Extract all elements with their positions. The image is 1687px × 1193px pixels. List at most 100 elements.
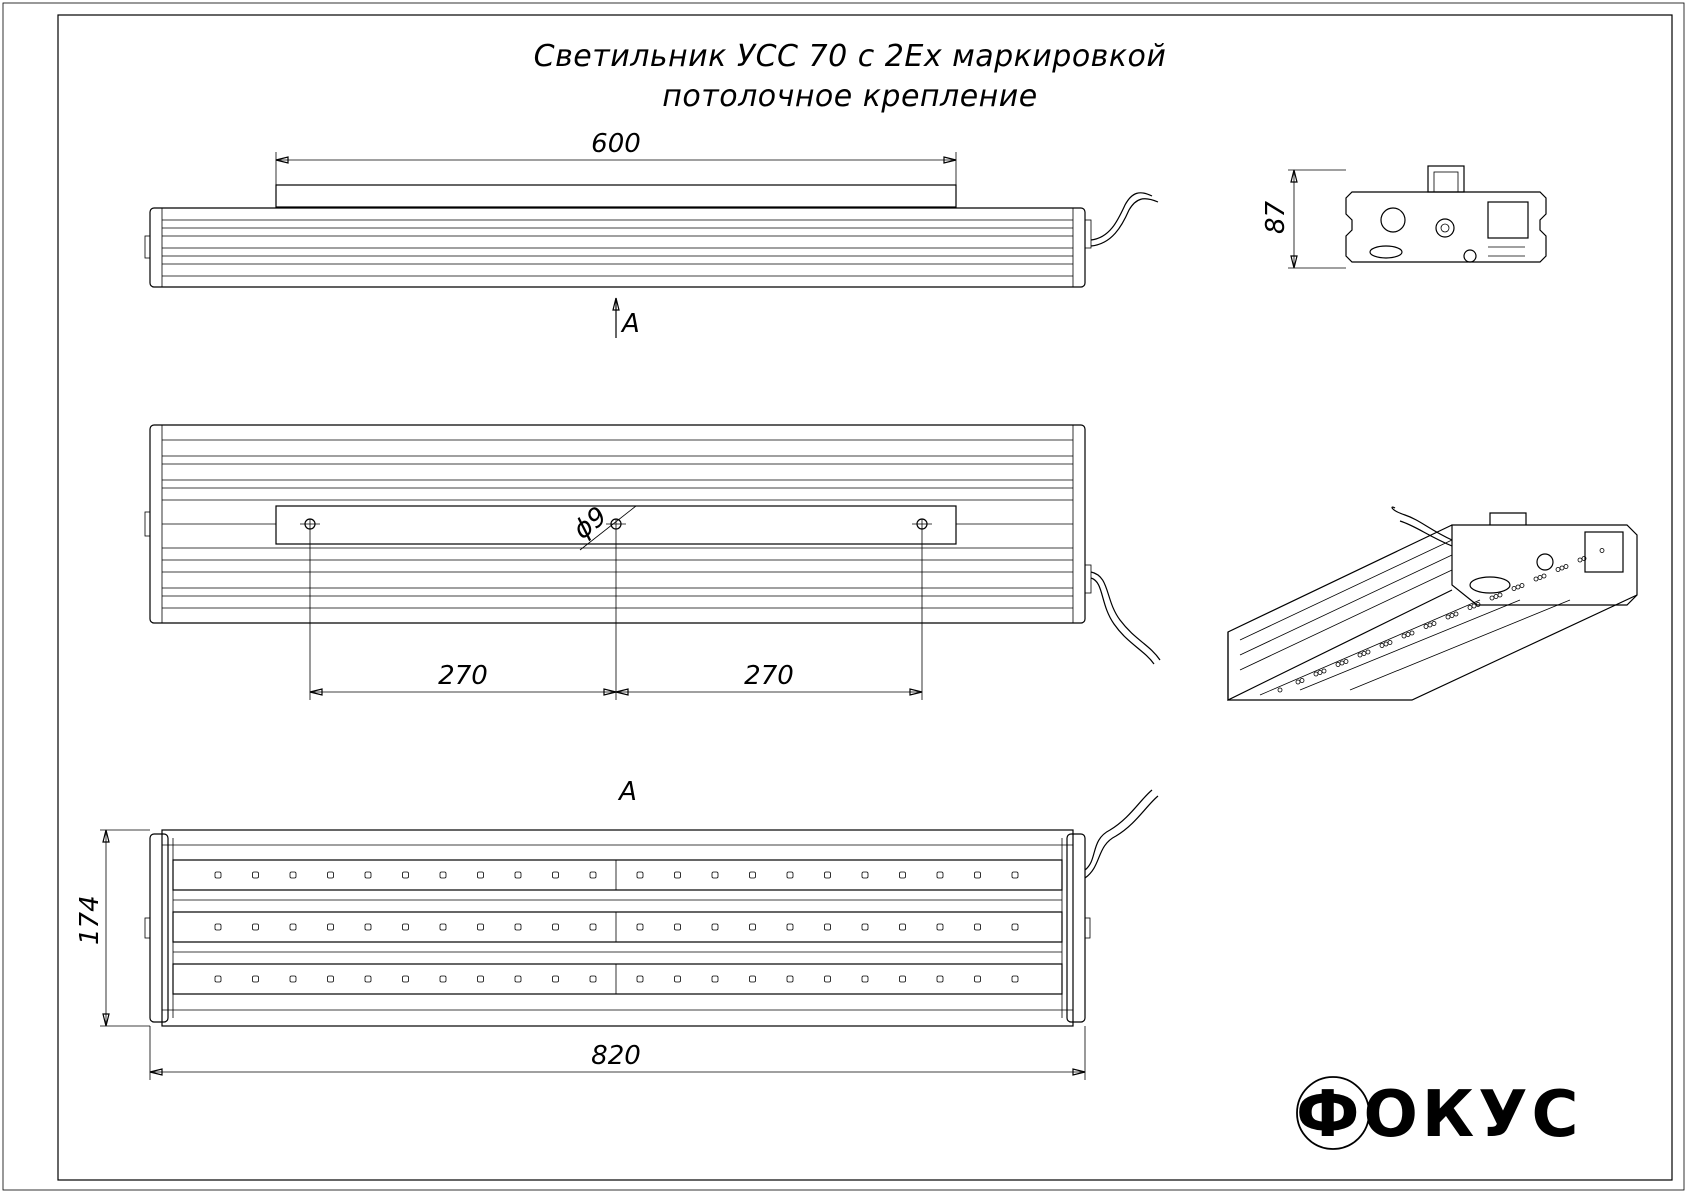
iso-led-dot — [1533, 576, 1539, 582]
led-row-3 — [172, 963, 1063, 995]
end-gland — [1380, 207, 1406, 233]
iso-led-dot — [1299, 678, 1305, 683]
iso-led-dot — [1519, 583, 1525, 588]
iso-led-dot — [1343, 659, 1349, 664]
led-dot — [402, 975, 409, 983]
housing-a — [161, 829, 1074, 1027]
led-dot — [936, 975, 944, 983]
led-dot — [514, 871, 522, 879]
iso-led-dot — [1401, 633, 1407, 639]
iso-led-dot — [1339, 660, 1345, 666]
iso-led-dots — [1277, 548, 1605, 693]
iso-led-dot — [1555, 567, 1561, 572]
iso-led-dot — [1559, 565, 1565, 571]
cable — [1090, 192, 1153, 241]
iso-led-dot — [1581, 556, 1587, 561]
led-dot — [636, 975, 644, 983]
iso-led-dot — [1577, 557, 1583, 563]
led-dot — [552, 871, 559, 879]
iso-led-dot — [1489, 595, 1495, 601]
iso-led-dot — [1365, 649, 1371, 655]
led-dot — [289, 923, 297, 931]
led-dot — [974, 975, 981, 983]
led-dot — [214, 975, 222, 983]
led-dot — [749, 871, 756, 879]
iso-led-dot — [1475, 602, 1481, 607]
led-dot — [711, 975, 719, 983]
led-dots — [214, 871, 1019, 983]
led-dot — [824, 975, 831, 983]
dim-174: 174 — [75, 895, 105, 945]
led-dot — [214, 923, 222, 931]
led-dot — [552, 923, 559, 931]
led-dot — [674, 923, 681, 931]
cable-top — [1090, 571, 1161, 661]
led-dot — [636, 923, 644, 931]
led-dot — [899, 975, 906, 983]
iso-led-dot — [1467, 605, 1473, 610]
iso-led-dot — [1321, 668, 1327, 674]
led-dot — [974, 923, 981, 931]
led-dot — [552, 975, 559, 983]
led-dot — [824, 871, 831, 879]
led-dot — [252, 975, 259, 983]
dim-270-left: 270 — [438, 661, 488, 691]
iso-led-dot — [1541, 573, 1547, 579]
led-dot — [861, 871, 869, 879]
led-dot — [364, 975, 372, 983]
led-dot — [252, 871, 259, 879]
iso-led-dot — [1379, 643, 1385, 648]
led-dot — [364, 923, 372, 931]
led-dot — [899, 923, 906, 931]
led-dot — [861, 975, 869, 983]
iso-end-plate — [1451, 524, 1638, 606]
led-dot — [589, 871, 597, 879]
led-dot — [439, 923, 447, 931]
dim-diameter: ϕ9 — [568, 501, 613, 545]
cable-a — [1084, 789, 1153, 871]
iso-led-dot — [1335, 662, 1341, 667]
view-top-holes: 270 270 ϕ9 — [144, 424, 1161, 700]
title-line2: потолочное крепление — [662, 79, 1037, 114]
led-dot — [974, 871, 981, 879]
end-plate — [1345, 191, 1547, 263]
iso-led-dot — [1453, 611, 1459, 617]
led-dot — [861, 923, 869, 931]
dim-87: 87 — [1261, 200, 1291, 234]
iso-led-dot — [1423, 624, 1429, 629]
led-dot — [824, 923, 831, 931]
led-dot — [514, 975, 522, 983]
iso-led-dot — [1431, 621, 1437, 626]
led-dot — [589, 923, 597, 931]
led-dot — [589, 975, 597, 983]
iso-led-dot — [1427, 622, 1433, 628]
led-dot — [636, 871, 644, 879]
led-dot — [674, 871, 681, 879]
iso-led-dot — [1497, 592, 1503, 598]
led-dot — [1011, 975, 1019, 983]
iso-led-dot — [1317, 670, 1323, 675]
iso-led-dot — [1357, 652, 1363, 658]
led-dot — [899, 871, 906, 879]
title-line1: Светильник УСС 70 с 2Ех маркировкой — [534, 39, 1167, 74]
led-dot — [936, 871, 944, 879]
iso-led-dot — [1537, 575, 1543, 580]
view-top-side: 600 A — [144, 129, 1159, 339]
led-dot — [786, 871, 794, 879]
iso-led-dot — [1409, 630, 1415, 636]
led-dot — [936, 923, 944, 931]
led-row-1 — [172, 859, 1063, 891]
led-dot — [1011, 871, 1019, 879]
led-dot — [252, 923, 259, 931]
inner-frame — [57, 14, 1673, 1181]
iso-led-dot — [1383, 641, 1389, 647]
iso-led-dot — [1277, 687, 1283, 693]
led-dot — [749, 923, 756, 931]
led-row-2 — [172, 911, 1063, 943]
iso-led-dot — [1445, 614, 1451, 620]
led-dot — [514, 923, 522, 931]
led-dot — [786, 923, 794, 931]
arrow-label-a: A — [620, 309, 640, 339]
led-dot — [477, 923, 484, 931]
led-dot — [327, 871, 334, 879]
